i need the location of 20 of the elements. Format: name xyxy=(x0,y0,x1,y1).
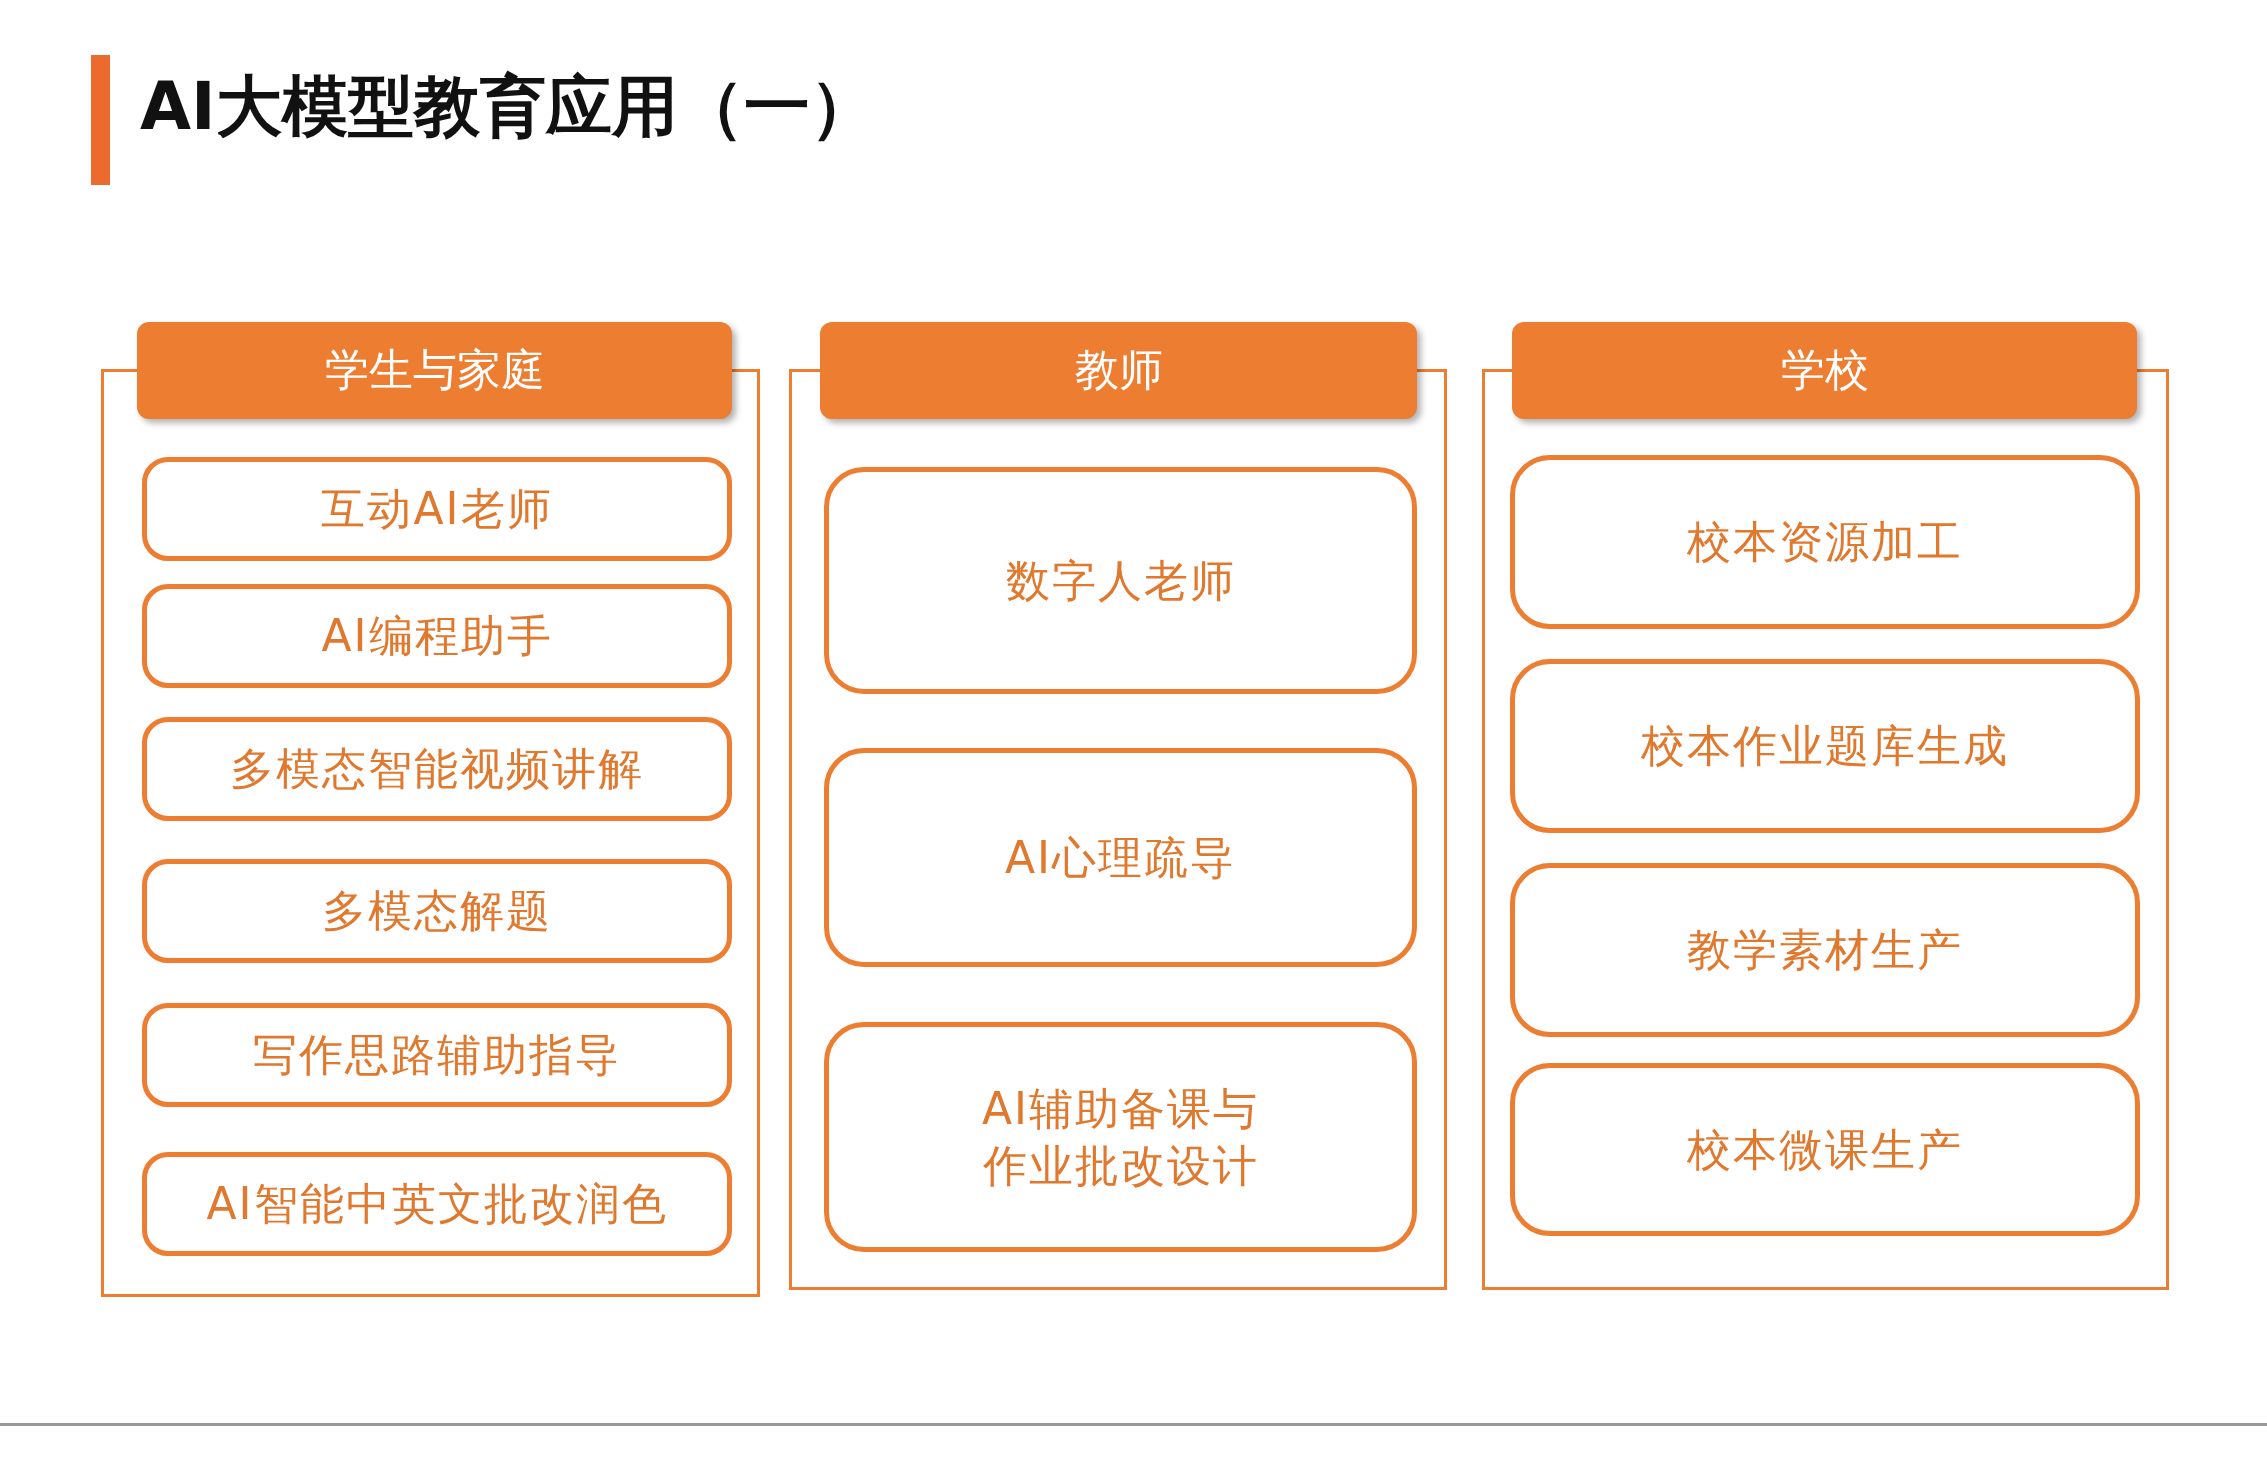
category-panel xyxy=(1482,322,2169,1290)
application-box: AI编程助手 xyxy=(142,584,732,688)
application-box: AI心理疏导 xyxy=(824,748,1417,967)
category-header: 学校 xyxy=(1512,322,2137,419)
application-box: 写作思路辅助指导 xyxy=(142,1003,732,1107)
application-box: 数字人老师 xyxy=(824,467,1417,694)
application-box: AI智能中英文批改润色 xyxy=(142,1152,732,1256)
title: AI大模型教育应用（一） xyxy=(140,67,876,147)
application-box: 多模态解题 xyxy=(142,859,732,963)
application-box: AI辅助备课与作业批改设计 xyxy=(824,1022,1417,1252)
category-panel xyxy=(789,322,1447,1290)
application-box: 教学素材生产 xyxy=(1510,863,2140,1037)
application-box: 互动AI老师 xyxy=(142,457,732,561)
application-box: 校本微课生产 xyxy=(1510,1063,2140,1236)
category-panel xyxy=(101,322,760,1297)
category-header: 教师 xyxy=(820,322,1417,419)
application-box: 多模态智能视频讲解 xyxy=(142,717,732,821)
category-header: 学生与家庭 xyxy=(137,322,732,419)
application-box: 校本资源加工 xyxy=(1510,455,2140,629)
application-box: 校本作业题库生成 xyxy=(1510,659,2140,833)
